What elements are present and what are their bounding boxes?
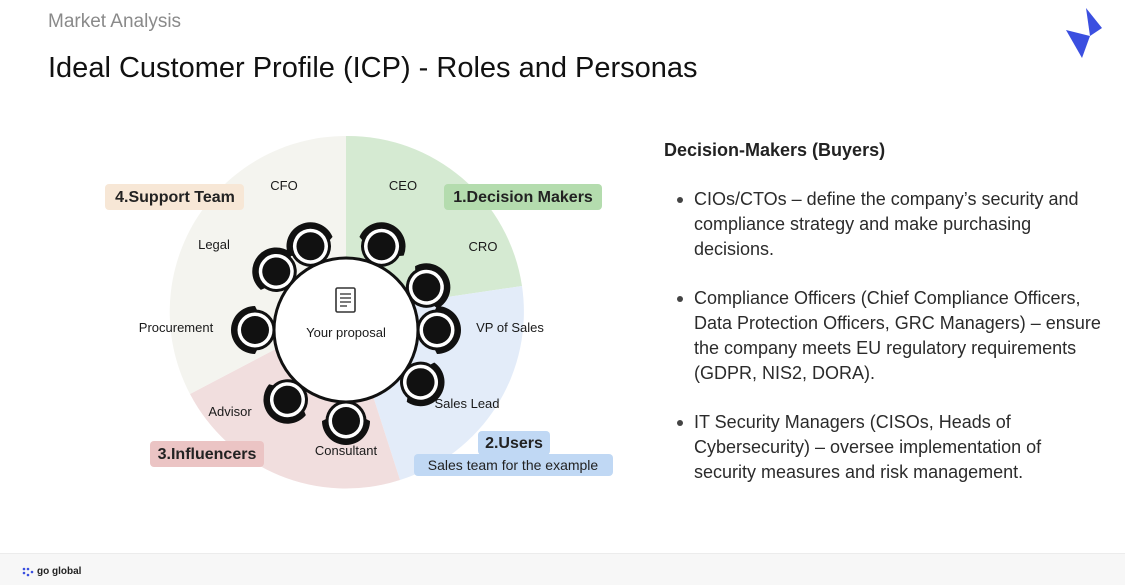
chair-icon-cro bbox=[405, 263, 451, 309]
document-icon bbox=[335, 287, 356, 313]
dots-logo-icon bbox=[22, 567, 34, 577]
chair-icon-vp-sales bbox=[416, 306, 461, 354]
bullet-text: IT Security Managers (CISOs, Heads of Cy… bbox=[694, 412, 1042, 482]
bullet-item-it-security-managers: IT Security Managers (CISOs, Heads of Cy… bbox=[664, 410, 1104, 485]
bullet-dot bbox=[677, 296, 683, 302]
section-kicker: Market Analysis bbox=[48, 11, 182, 32]
tag-bg-users-sub bbox=[414, 454, 613, 476]
tag-influencers: 3.Influencers bbox=[158, 446, 257, 463]
seat-label-vp-sales: VP of Sales bbox=[476, 320, 544, 335]
tag-users: 2.Users bbox=[485, 435, 543, 452]
table-circle bbox=[272, 256, 420, 404]
seat-label-procurement: Procurement bbox=[139, 320, 214, 335]
tag-bg-decision-makers bbox=[444, 184, 602, 210]
footer: go global bbox=[0, 553, 1125, 585]
chair-icon-consultant bbox=[322, 400, 370, 445]
tag-decision-makers: 1.Decision Makers bbox=[453, 189, 593, 206]
panel-heading: Decision-Makers (Buyers) bbox=[664, 140, 886, 160]
tag-bg-influencers bbox=[150, 441, 264, 467]
chair-icon-procurement bbox=[231, 306, 276, 354]
decision-makers-panel: Decision-Makers (Buyers) CIOs/CTOs – def… bbox=[664, 140, 1104, 509]
bullet-item-cios-ctos: CIOs/CTOs – define the company’s securit… bbox=[664, 187, 1104, 262]
seat-label-cfo: CFO bbox=[270, 178, 297, 193]
bullet-text: Compliance Officers (Chief Compliance Of… bbox=[694, 288, 1101, 383]
sector-decision-makers bbox=[346, 135, 522, 312]
bullet-dot bbox=[677, 420, 683, 426]
center-label: Your proposal bbox=[306, 325, 386, 340]
seat-label-legal: Legal bbox=[198, 237, 230, 252]
chairs-group bbox=[231, 222, 461, 445]
chair-icon-advisor bbox=[263, 379, 308, 424]
seat-label-consultant: Consultant bbox=[315, 443, 378, 458]
seat-label-cro: CRO bbox=[469, 239, 498, 254]
icp-round-table-diagram: Your proposal CFO CEO CRO VP of Sales Sa… bbox=[105, 135, 613, 489]
seat-label-advisor: Advisor bbox=[208, 404, 252, 419]
bullet-list: CIOs/CTOs – define the company’s securit… bbox=[664, 187, 1104, 485]
tag-support-team: 4.Support Team bbox=[115, 189, 235, 206]
seat-label-sales-lead: Sales Lead bbox=[434, 396, 499, 411]
bullet-dot bbox=[677, 197, 683, 203]
footer-brand-text: go global bbox=[37, 566, 82, 577]
bullet-item-compliance-officers: Compliance Officers (Chief Compliance Of… bbox=[664, 286, 1104, 386]
tag-bg-support-team bbox=[105, 184, 244, 210]
slide: Market Analysis Ideal Customer Profile (… bbox=[48, 8, 1104, 509]
chair-icon-cfo bbox=[286, 222, 333, 267]
seat-label-ceo: CEO bbox=[389, 178, 417, 193]
page-title: Ideal Customer Profile (ICP) - Roles and… bbox=[48, 52, 698, 84]
tag-bg-users bbox=[478, 431, 550, 455]
tag-users-subtitle: Sales team for the example bbox=[428, 457, 599, 473]
brand-logo-icon bbox=[1066, 8, 1102, 58]
bullet-text: CIOs/CTOs – define the company’s securit… bbox=[694, 189, 1079, 259]
